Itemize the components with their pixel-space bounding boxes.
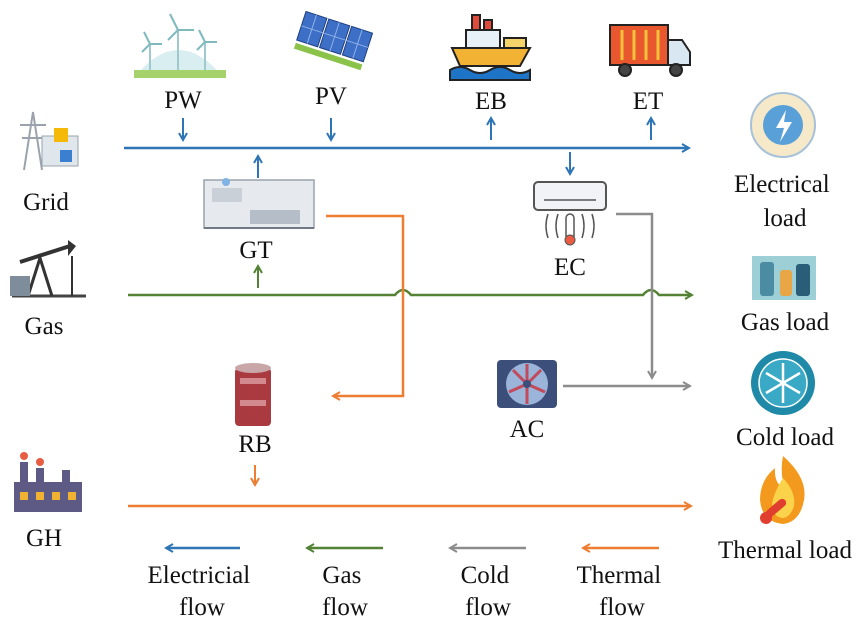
- gas-turbine-icon: [203, 178, 315, 229]
- legend-cold-line2: flow: [465, 594, 511, 619]
- ec-label: EC: [554, 254, 586, 281]
- air-conditioner-icon: [533, 181, 607, 246]
- legend-thermal-label: Thermal flow: [577, 562, 668, 619]
- gas-bus-line: [128, 288, 692, 295]
- fan-icon: [497, 360, 557, 408]
- pw-label: PW: [164, 87, 202, 114]
- solar-panel-icon: [293, 10, 374, 71]
- legend-gas-line2: flow: [322, 594, 368, 619]
- gh-label: GH: [26, 525, 62, 552]
- flame-icon: [760, 456, 805, 524]
- legend-gas-label: Gas flow: [322, 562, 368, 619]
- legend-cold-line1: Cold: [461, 562, 510, 589]
- et-label: ET: [633, 88, 664, 115]
- ship-icon: [449, 14, 532, 81]
- truck-icon: [609, 24, 691, 77]
- gt-to-rb-line: [326, 214, 405, 396]
- boiler-icon: [235, 363, 271, 426]
- legend-electrical-line1: Electricial: [148, 562, 251, 589]
- electrical-load-label: Electrical load: [734, 171, 836, 232]
- legend-gas-line1: Gas: [322, 562, 361, 589]
- gt-label: GT: [239, 237, 272, 264]
- factory-icon: [14, 452, 82, 512]
- snowflake-icon: [751, 351, 815, 415]
- pv-label: PV: [315, 83, 347, 110]
- gas-tank-icon: [752, 256, 816, 300]
- rb-label: RB: [238, 431, 271, 458]
- legend-thermal-line1: Thermal: [577, 562, 662, 589]
- ac-label: AC: [510, 416, 545, 443]
- legend-electrical-label: Electricial flow: [148, 562, 257, 619]
- thermal-load-label: Thermal load: [718, 537, 852, 564]
- oil-pump-icon: [10, 240, 86, 298]
- legend-cold-label: Cold flow: [461, 562, 516, 619]
- eb-label: EB: [475, 88, 507, 115]
- wind-turbine-icon: [134, 13, 226, 78]
- gas-load-label: Gas load: [741, 309, 830, 336]
- ec-to-cold-line: [616, 212, 652, 378]
- gas-label: Gas: [25, 313, 64, 340]
- cold-load-label: Cold load: [736, 424, 834, 451]
- grid-label: Grid: [23, 189, 69, 216]
- electrical-load-line1: Electrical: [734, 171, 830, 198]
- electrical-load-line2: load: [763, 205, 807, 232]
- lightning-icon: [750, 92, 816, 158]
- legend-thermal-line2: flow: [599, 594, 645, 619]
- legend-electrical-line2: flow: [179, 594, 225, 619]
- power-tower-icon: [20, 111, 79, 171]
